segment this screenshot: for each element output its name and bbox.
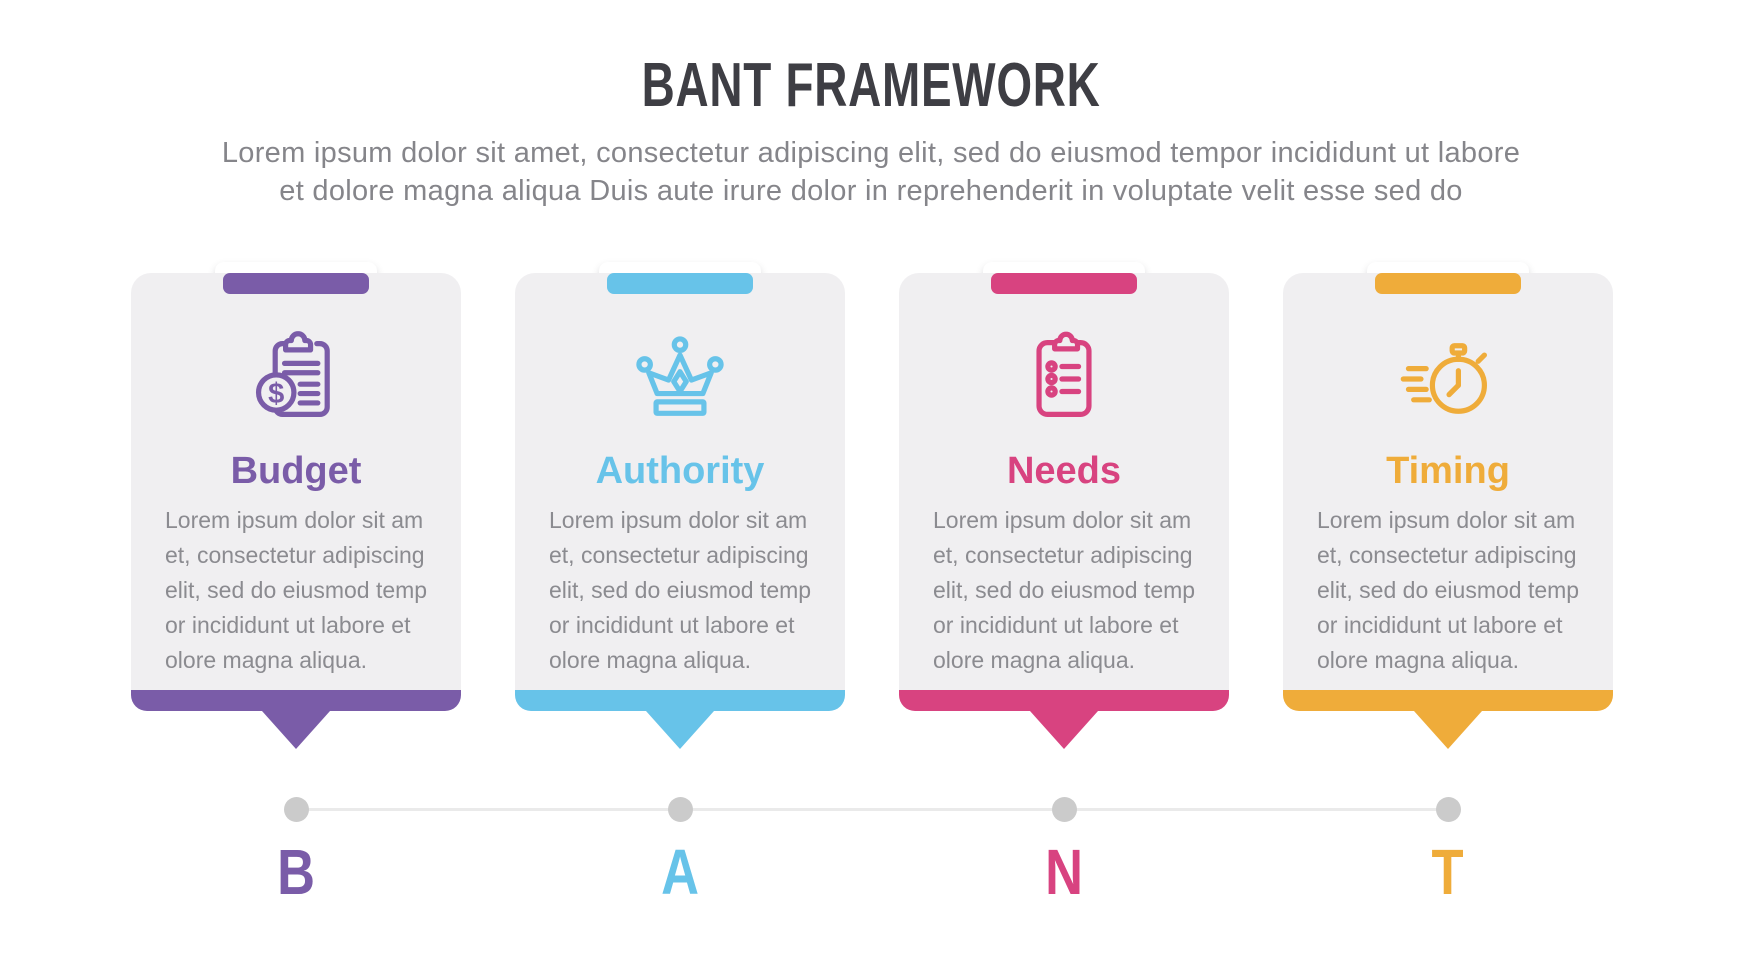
card-body: Timing Lorem ipsum dolor sit am et, cons…	[1283, 273, 1613, 690]
card-tab	[607, 273, 753, 294]
card-description: Lorem ipsum dolor sit am et, consectetur…	[1317, 507, 1580, 673]
page-subtitle: Lorem ipsum dolor sit amet, consectetur …	[0, 134, 1742, 210]
timeline-letter-t: T	[1431, 836, 1465, 908]
card-body: Authority Lorem ipsum dolor sit am et, c…	[515, 273, 845, 690]
card-description: Lorem ipsum dolor sit am et, consectetur…	[549, 507, 812, 673]
budget-clipboard-dollar-icon: $	[244, 327, 348, 431]
checklist-clipboard-icon	[1012, 327, 1116, 431]
card-tab	[991, 273, 1137, 294]
card-title: Needs	[1006, 450, 1122, 492]
card-needs: Needs Lorem ipsum dolor sit am et, conse…	[899, 262, 1229, 762]
card-body: Needs Lorem ipsum dolor sit am et, conse…	[899, 273, 1229, 690]
timeline-letter-a: A	[661, 836, 699, 908]
timeline-line	[296, 808, 1448, 811]
timeline-dot-b	[284, 797, 309, 822]
card-footer-band	[899, 690, 1229, 711]
card-budget: $ Budget Lorem ipsum dolor sit am et, co…	[131, 262, 461, 762]
card-footer-band	[515, 690, 845, 711]
timeline-letter-b: B	[277, 836, 315, 908]
card-pointer	[1030, 711, 1098, 749]
card-pointer	[262, 711, 330, 749]
card-description: Lorem ipsum dolor sit am et, consectetur…	[933, 507, 1196, 673]
crown-icon	[628, 327, 732, 431]
timeline-dot-t	[1436, 797, 1461, 822]
svg-text:$: $	[268, 378, 284, 410]
subtitle-line-2: et dolore magna aliqua Duis aute irure d…	[279, 175, 1463, 207]
card-timing: Timing Lorem ipsum dolor sit am et, cons…	[1283, 262, 1613, 762]
card-title: Budget	[230, 450, 362, 492]
card-tab	[1375, 273, 1521, 294]
timeline-dot-n	[1052, 797, 1077, 822]
card-title: Authority	[595, 450, 765, 492]
card-title: Timing	[1386, 450, 1510, 492]
card-authority: Authority Lorem ipsum dolor sit am et, c…	[515, 262, 845, 762]
card-pointer	[646, 711, 714, 749]
card-tab	[223, 273, 369, 294]
card-pointer	[1414, 711, 1482, 749]
card-footer-band	[131, 690, 461, 711]
subtitle-line-1: Lorem ipsum dolor sit amet, consectetur …	[221, 137, 1521, 169]
timeline-dot-a	[668, 797, 693, 822]
timeline-letter-n: N	[1045, 836, 1083, 908]
stopwatch-icon	[1396, 327, 1500, 431]
card-body: $ Budget Lorem ipsum dolor sit am et, co…	[131, 273, 461, 690]
card-footer-band	[1283, 690, 1613, 711]
page-title: BANT FRAMEWORK	[641, 51, 1101, 120]
card-description: Lorem ipsum dolor sit am et, consectetur…	[165, 507, 428, 673]
